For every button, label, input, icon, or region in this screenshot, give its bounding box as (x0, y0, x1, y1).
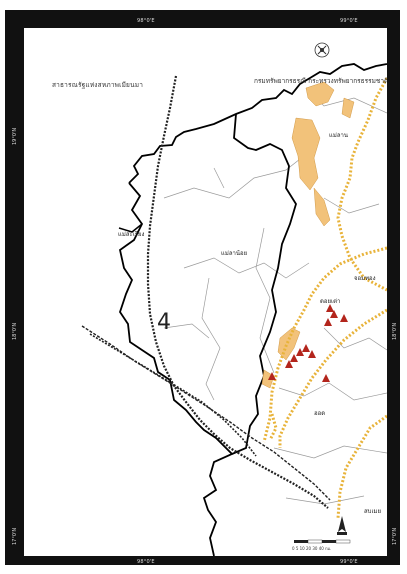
country-label: สาธารณรัฐแห่งสหภาพเมียนมา (52, 81, 144, 89)
district-label: ฮอด (314, 410, 326, 417)
left-tick-label: 18°0'N (12, 322, 18, 340)
north-arrow-icon (337, 516, 347, 535)
agency-label: กรมทรัพยากรธรณี กระทรวงทรัพยากรธรรมชาติ (254, 77, 387, 85)
district-label: จอมทอง (354, 275, 376, 282)
emblem-icon (314, 42, 330, 58)
district-label: แม่ลาน้อย (221, 250, 248, 257)
district-label: ดอยเต่า (320, 298, 341, 305)
fault-lines (81, 75, 331, 509)
fault-line-1 (89, 333, 257, 457)
left-tick-label: 19°0'N (12, 127, 18, 145)
deposit-triangle-icon (268, 304, 348, 382)
top-tick-label: 99°0'E (340, 18, 358, 24)
bottom-tick-label: 98°0'E (137, 559, 155, 565)
right-tick-label: 18°0'N (392, 322, 398, 340)
bottom-tick-label: 99°0'E (340, 559, 358, 565)
district-label: สบเมย (364, 508, 381, 515)
top-tick-label: 98°0'E (137, 18, 155, 24)
province-boundary (128, 63, 387, 184)
map-canvas: สาธารณรัฐแห่งสหภาพเมียนมา กรมทรัพยากรธรณ… (24, 28, 387, 556)
fault-zones (262, 77, 387, 519)
deposit-areas (261, 81, 355, 389)
map-graphic (81, 42, 387, 556)
district-boundaries (163, 87, 387, 505)
fault-line-2 (81, 325, 331, 501)
fault-line-4 (146, 75, 329, 509)
scale-label: 0 5 10 20 30 40 กม. (292, 546, 332, 551)
fault-line-number: 4 (157, 310, 171, 335)
district-label: แม่สะเรียง (118, 231, 145, 238)
left-tick-label: 17°0'N (12, 527, 18, 545)
scale-bar-icon (294, 539, 351, 544)
province-boundary-east (231, 113, 297, 455)
right-tick-label: 17°0'N (392, 527, 398, 545)
district-boundary-bold (118, 223, 143, 233)
district-label: แม่ลาน (329, 132, 348, 139)
